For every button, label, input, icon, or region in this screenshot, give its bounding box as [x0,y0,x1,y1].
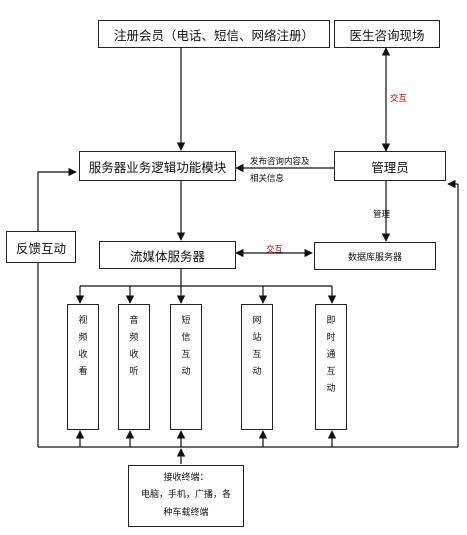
streaming-server-box: 流媒体服务器 [99,241,236,269]
channel-video-box: 视频收看 [67,304,99,430]
channel-im-box: 即时通互动 [315,304,347,430]
admin-box: 管理员 [334,151,446,181]
edge-label-publish-1: 发布咨询内容及 [250,157,310,167]
feedback-box: 反馈互动 [6,231,76,263]
edge-label-stream-db: 交互 [266,245,284,255]
edge-label-doctor-admin: 交互 [390,94,408,104]
edge-label-publish-2: 相关信息 [250,174,285,184]
edge-label-manage: 管理 [373,210,391,220]
receiving-terminal-box: 接收终端： 电脑，手机，广播，各 种车载终端 [128,465,244,527]
channel-sms-box: 短信互动 [170,304,202,430]
register-member-box: 注册会员（电话、短信、网络注册） [98,20,330,48]
doctor-consult-box: 医生咨询现场 [334,20,440,48]
channel-audio-box: 音频收听 [118,304,150,430]
server-logic-box: 服务器业务逻辑功能模块 [79,151,236,181]
channel-website-box: 网站互动 [241,304,273,430]
database-server-box: 数据库服务器 [314,242,436,270]
